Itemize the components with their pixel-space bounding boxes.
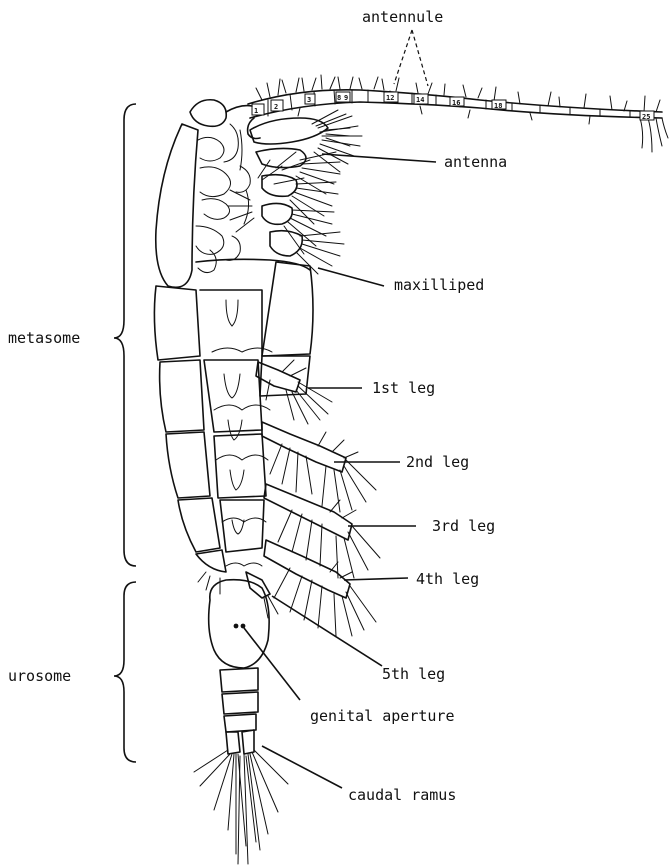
antennule-segment-2: 2 <box>274 103 278 111</box>
antennule-segment-12: 12 <box>386 94 394 102</box>
label-maxilliped: maxilliped <box>394 276 484 294</box>
antennule-segment-14: 14 <box>416 96 424 104</box>
antennule-segment-25: 25 <box>642 113 650 121</box>
metasome-brace <box>114 104 136 566</box>
legs-drawing <box>246 360 380 636</box>
label-3rd-leg: 3rd leg <box>432 517 495 535</box>
label-urosome: urosome <box>8 667 71 685</box>
urosome-brace <box>114 582 136 762</box>
label-1st-leg: 1st leg <box>372 379 435 397</box>
label-2nd-leg: 2nd leg <box>406 453 469 471</box>
label-genital-aperture: genital aperture <box>310 707 455 725</box>
label-4th-leg: 4th leg <box>416 570 479 588</box>
label-5th-leg: 5th leg <box>382 665 445 683</box>
antennule-segment-1: 1 <box>254 107 258 115</box>
antennule-segment-8: 8 <box>337 94 341 102</box>
antennule-drawing: 1 2 3 8 9 12 14 16 18 25 <box>248 75 668 152</box>
antennule-segment-18: 18 <box>494 102 502 110</box>
label-metasome: metasome <box>8 329 80 347</box>
label-caudal-ramus: caudal ramus <box>348 786 456 804</box>
antennule-segment-16: 16 <box>452 99 460 107</box>
cephalosome-drawing <box>156 100 362 288</box>
label-antenna: antenna <box>444 153 507 171</box>
label-antennule: antennule <box>362 8 443 26</box>
genital-aperture-dot <box>234 624 239 629</box>
antennule-segment-9: 9 <box>344 94 348 102</box>
urosome-drawing <box>194 580 288 864</box>
antennule-segment-3: 3 <box>307 96 311 104</box>
metasome-drawing <box>154 262 313 594</box>
